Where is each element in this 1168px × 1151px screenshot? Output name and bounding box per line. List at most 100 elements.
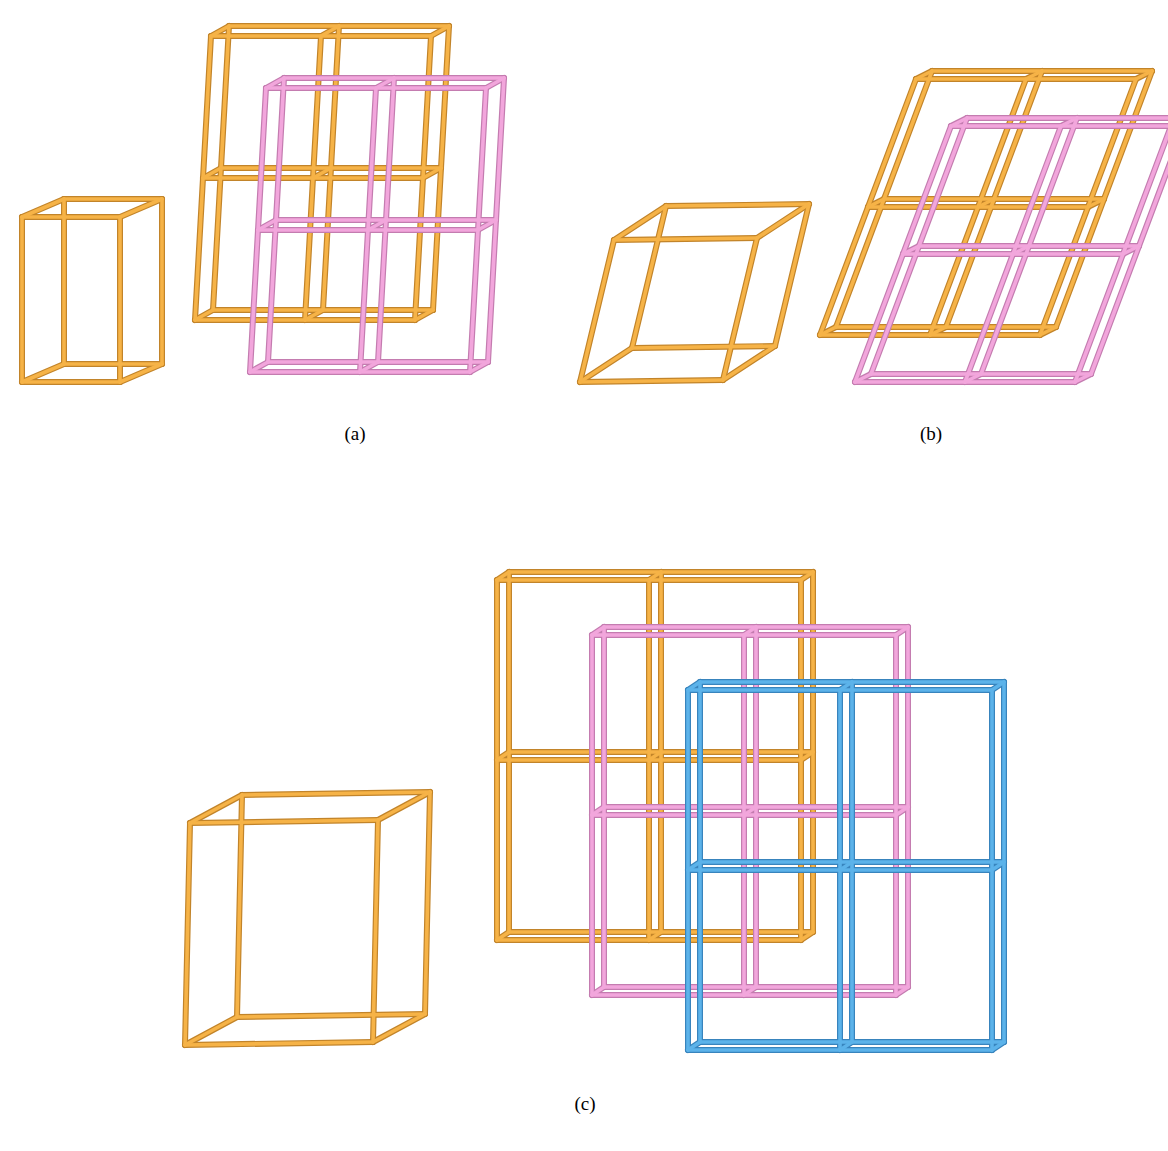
tube-edge	[632, 206, 666, 348]
tube-edge	[211, 26, 229, 36]
tube-edge	[666, 204, 809, 206]
panel-label: (c)	[555, 1093, 615, 1115]
tube-edge	[190, 795, 242, 823]
tube-edge	[1056, 71, 1152, 327]
tube-edge	[64, 197, 162, 201]
tube-edge	[250, 362, 268, 372]
tube-edge	[185, 1017, 237, 1045]
tube-edge	[250, 88, 266, 372]
tube-edge	[850, 682, 854, 1042]
tube-edge	[871, 118, 967, 374]
tube-edge	[431, 26, 449, 36]
tube-edge	[203, 168, 221, 178]
tube-edge	[120, 364, 162, 382]
tube-edge	[373, 1014, 425, 1042]
tube-edge	[313, 168, 331, 178]
tube-edge	[433, 26, 449, 310]
tube-edge	[237, 795, 242, 1017]
tube-edge	[22, 364, 64, 382]
tube-edge	[470, 362, 488, 372]
tube-edge	[378, 792, 430, 820]
tube-edge	[376, 78, 394, 88]
tube-edge	[237, 1014, 425, 1017]
tube-edge	[836, 71, 932, 327]
tube-edge	[321, 26, 339, 36]
tube-edge	[237, 1014, 425, 1017]
tube-edge	[373, 1014, 425, 1042]
tube-edge	[266, 78, 284, 88]
tube-edge	[190, 820, 378, 823]
tube-edge	[632, 346, 775, 348]
tube-edge	[415, 310, 433, 320]
tube-edge	[686, 690, 690, 1050]
tube-edge	[580, 240, 614, 382]
tube-edge	[425, 792, 430, 1014]
lattice-frame	[250, 78, 504, 372]
tube-edge	[22, 199, 64, 217]
tube-edge	[378, 78, 394, 362]
tube-edge	[723, 238, 757, 380]
lattice-frame	[22, 199, 162, 382]
tube-edge	[855, 126, 951, 382]
tube-edge	[965, 126, 1061, 382]
tube-edge	[160, 199, 164, 364]
tube-edge	[64, 196, 162, 202]
tube-edge	[242, 792, 430, 795]
tube-edge	[488, 78, 504, 362]
tube-edge	[580, 380, 723, 382]
tube-edge	[602, 627, 606, 987]
tube-edge	[185, 823, 190, 1045]
tube-edge	[666, 204, 809, 206]
tube-edge	[323, 26, 339, 310]
tube-edge	[698, 682, 702, 1042]
tube-edge	[378, 792, 430, 820]
tube-edge	[360, 362, 378, 372]
tube-edge	[268, 78, 284, 362]
tube-edge	[195, 310, 213, 320]
tube-edge	[22, 214, 120, 220]
tube-edge	[117, 217, 123, 382]
tube-edge	[425, 792, 430, 1014]
tube-edge	[990, 690, 994, 1050]
tube-edge	[470, 88, 486, 372]
tube-edge	[967, 116, 1168, 120]
panel-label: (b)	[901, 423, 961, 445]
tube-edge	[1091, 118, 1168, 374]
lattice-frame	[185, 792, 430, 1045]
tube-edge	[190, 795, 242, 823]
tube-edge	[190, 820, 378, 823]
tube-edge	[1002, 682, 1006, 1042]
tube-edge	[373, 820, 378, 1042]
tube-edge	[159, 199, 165, 364]
tube-edge	[120, 364, 162, 382]
tube-edge	[185, 1017, 237, 1045]
tube-edge	[360, 88, 376, 372]
tube-edge	[185, 823, 190, 1045]
tube-edge	[305, 310, 323, 320]
tube-edge	[120, 199, 162, 217]
tube-edge	[22, 380, 120, 384]
lattice-frame	[688, 682, 1004, 1050]
tube-edge	[632, 206, 666, 348]
tube-edge	[22, 199, 64, 217]
tube-edge	[775, 204, 809, 346]
tube-edge	[120, 199, 162, 217]
tube-edge	[614, 238, 757, 240]
tube-edge	[1075, 126, 1168, 382]
tube-edge	[242, 792, 430, 795]
tube-edge	[195, 36, 211, 320]
tube-edge	[213, 26, 229, 310]
tube-edge	[22, 364, 64, 382]
panel-label: (a)	[325, 423, 385, 445]
lattice-frame	[580, 204, 809, 382]
tube-edge	[507, 572, 511, 932]
tube-edge	[118, 217, 122, 382]
tube-edge	[237, 795, 242, 1017]
tube-edge	[373, 820, 378, 1042]
tube-edge	[838, 690, 842, 1050]
tube-edge	[495, 580, 499, 940]
tube-edge	[64, 361, 162, 367]
tube-edge	[22, 215, 120, 219]
tube-edge	[775, 204, 809, 346]
